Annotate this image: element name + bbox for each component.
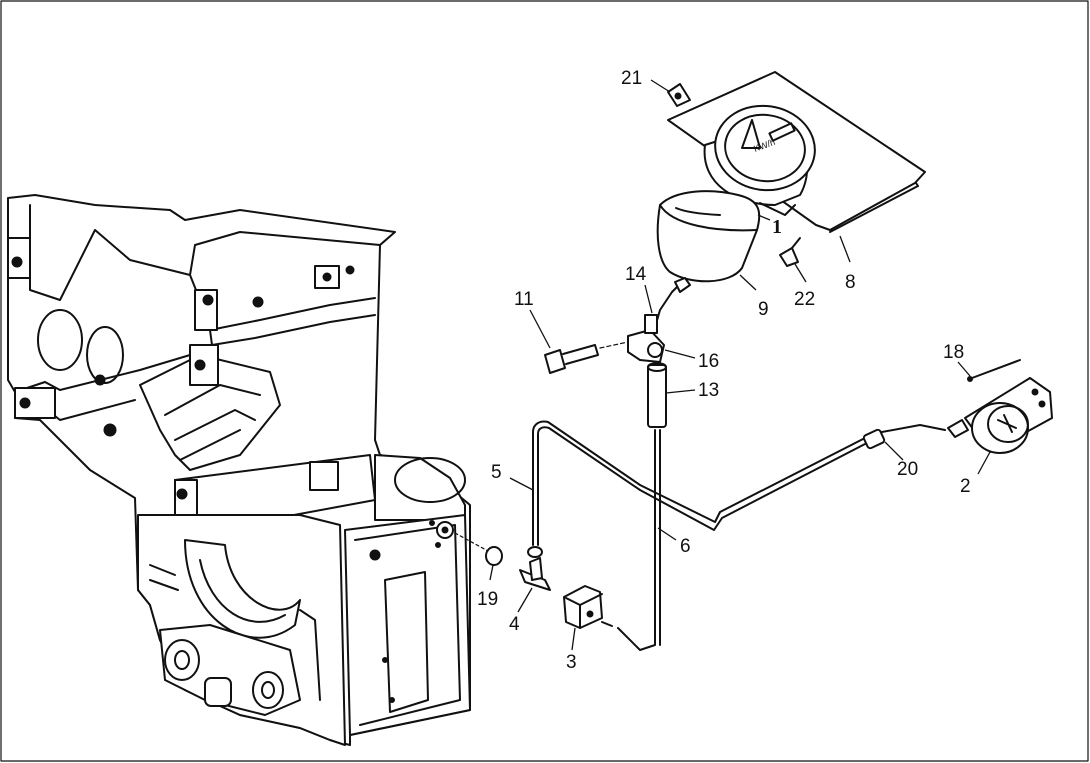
callout-8: 8 bbox=[845, 272, 856, 293]
callout-19: 19 bbox=[477, 589, 498, 610]
engine-housing bbox=[7, 194, 471, 746]
fitting-20 bbox=[862, 424, 946, 450]
callout-20: 20 bbox=[897, 459, 918, 480]
hour-meter-gauge: KW/h bbox=[703, 104, 816, 216]
drive-cable bbox=[617, 277, 691, 651]
callout-6: 6 bbox=[680, 536, 691, 557]
bolt-11 bbox=[544, 341, 629, 374]
bolt-18 bbox=[967, 359, 1021, 382]
part-callouts: 21 1 8 9 22 14 11 16 13 18 20 2 5 6 19 4… bbox=[477, 68, 971, 673]
callout-4: 4 bbox=[509, 614, 520, 635]
callout-11: 11 bbox=[514, 289, 534, 310]
callout-22: 22 bbox=[794, 289, 815, 310]
elbow-fitting-16 bbox=[627, 314, 665, 363]
plug-19 bbox=[454, 532, 503, 566]
callout-3: 3 bbox=[566, 652, 577, 673]
callout-18: 18 bbox=[943, 342, 964, 363]
callout-2: 2 bbox=[960, 476, 971, 497]
mounting-band bbox=[656, 190, 761, 283]
callout-9: 9 bbox=[758, 299, 769, 320]
tee-fitting-4 bbox=[519, 557, 551, 591]
callout-14: 14 bbox=[625, 264, 647, 285]
leader-lines bbox=[489, 79, 991, 651]
callout-13: 13 bbox=[698, 380, 719, 401]
callout-1: 1 bbox=[772, 216, 782, 238]
sender-unit-2 bbox=[947, 377, 1053, 454]
switch-3 bbox=[563, 585, 613, 629]
callout-21: 21 bbox=[621, 68, 642, 89]
screw-21-icon bbox=[667, 83, 691, 107]
callout-5: 5 bbox=[491, 462, 502, 483]
callout-16: 16 bbox=[698, 351, 719, 372]
pipe-5 bbox=[527, 420, 866, 558]
clip-22-icon bbox=[779, 237, 801, 267]
